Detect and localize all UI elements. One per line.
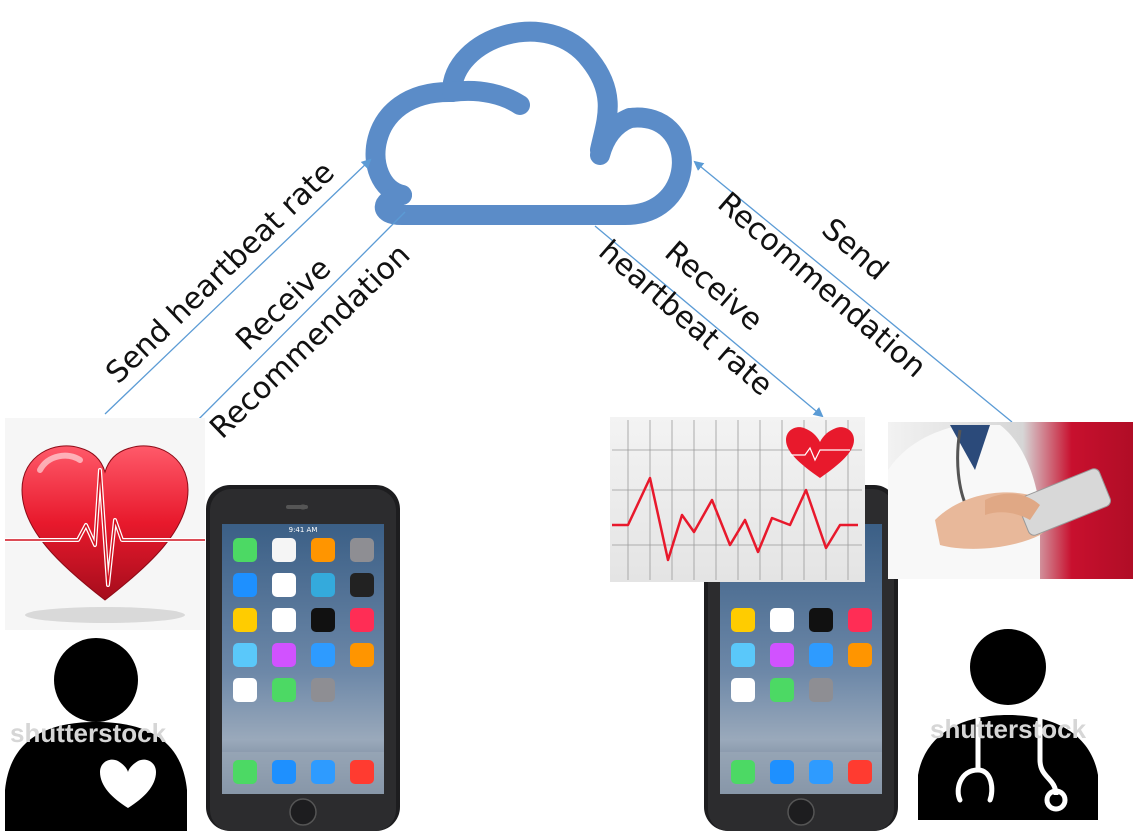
patient-smartphone-icon: 9:41 AM (206, 485, 400, 831)
cloud-icon (365, 21, 692, 225)
watermark-left: shutterstock (10, 718, 167, 748)
arrows (104, 158, 1013, 452)
arrow-send-recommendation (693, 160, 1013, 423)
heart-rate-chart-icon (610, 417, 865, 582)
doctor-app-grid (720, 608, 882, 794)
doctor-icon (918, 629, 1098, 820)
patient-app-grid (222, 538, 384, 794)
arrow-receive-heartbeat (594, 225, 824, 418)
patient-icon (5, 638, 187, 831)
doctor-with-phone-icon (888, 422, 1133, 579)
watermark-right: shutterstock (930, 714, 1087, 744)
patient-phone-time: 9:41 AM (289, 526, 318, 534)
heart-pulse-icon (5, 418, 205, 630)
arrow-send-heartbeat (104, 158, 372, 415)
arrow-receive-recommendation (166, 211, 406, 452)
